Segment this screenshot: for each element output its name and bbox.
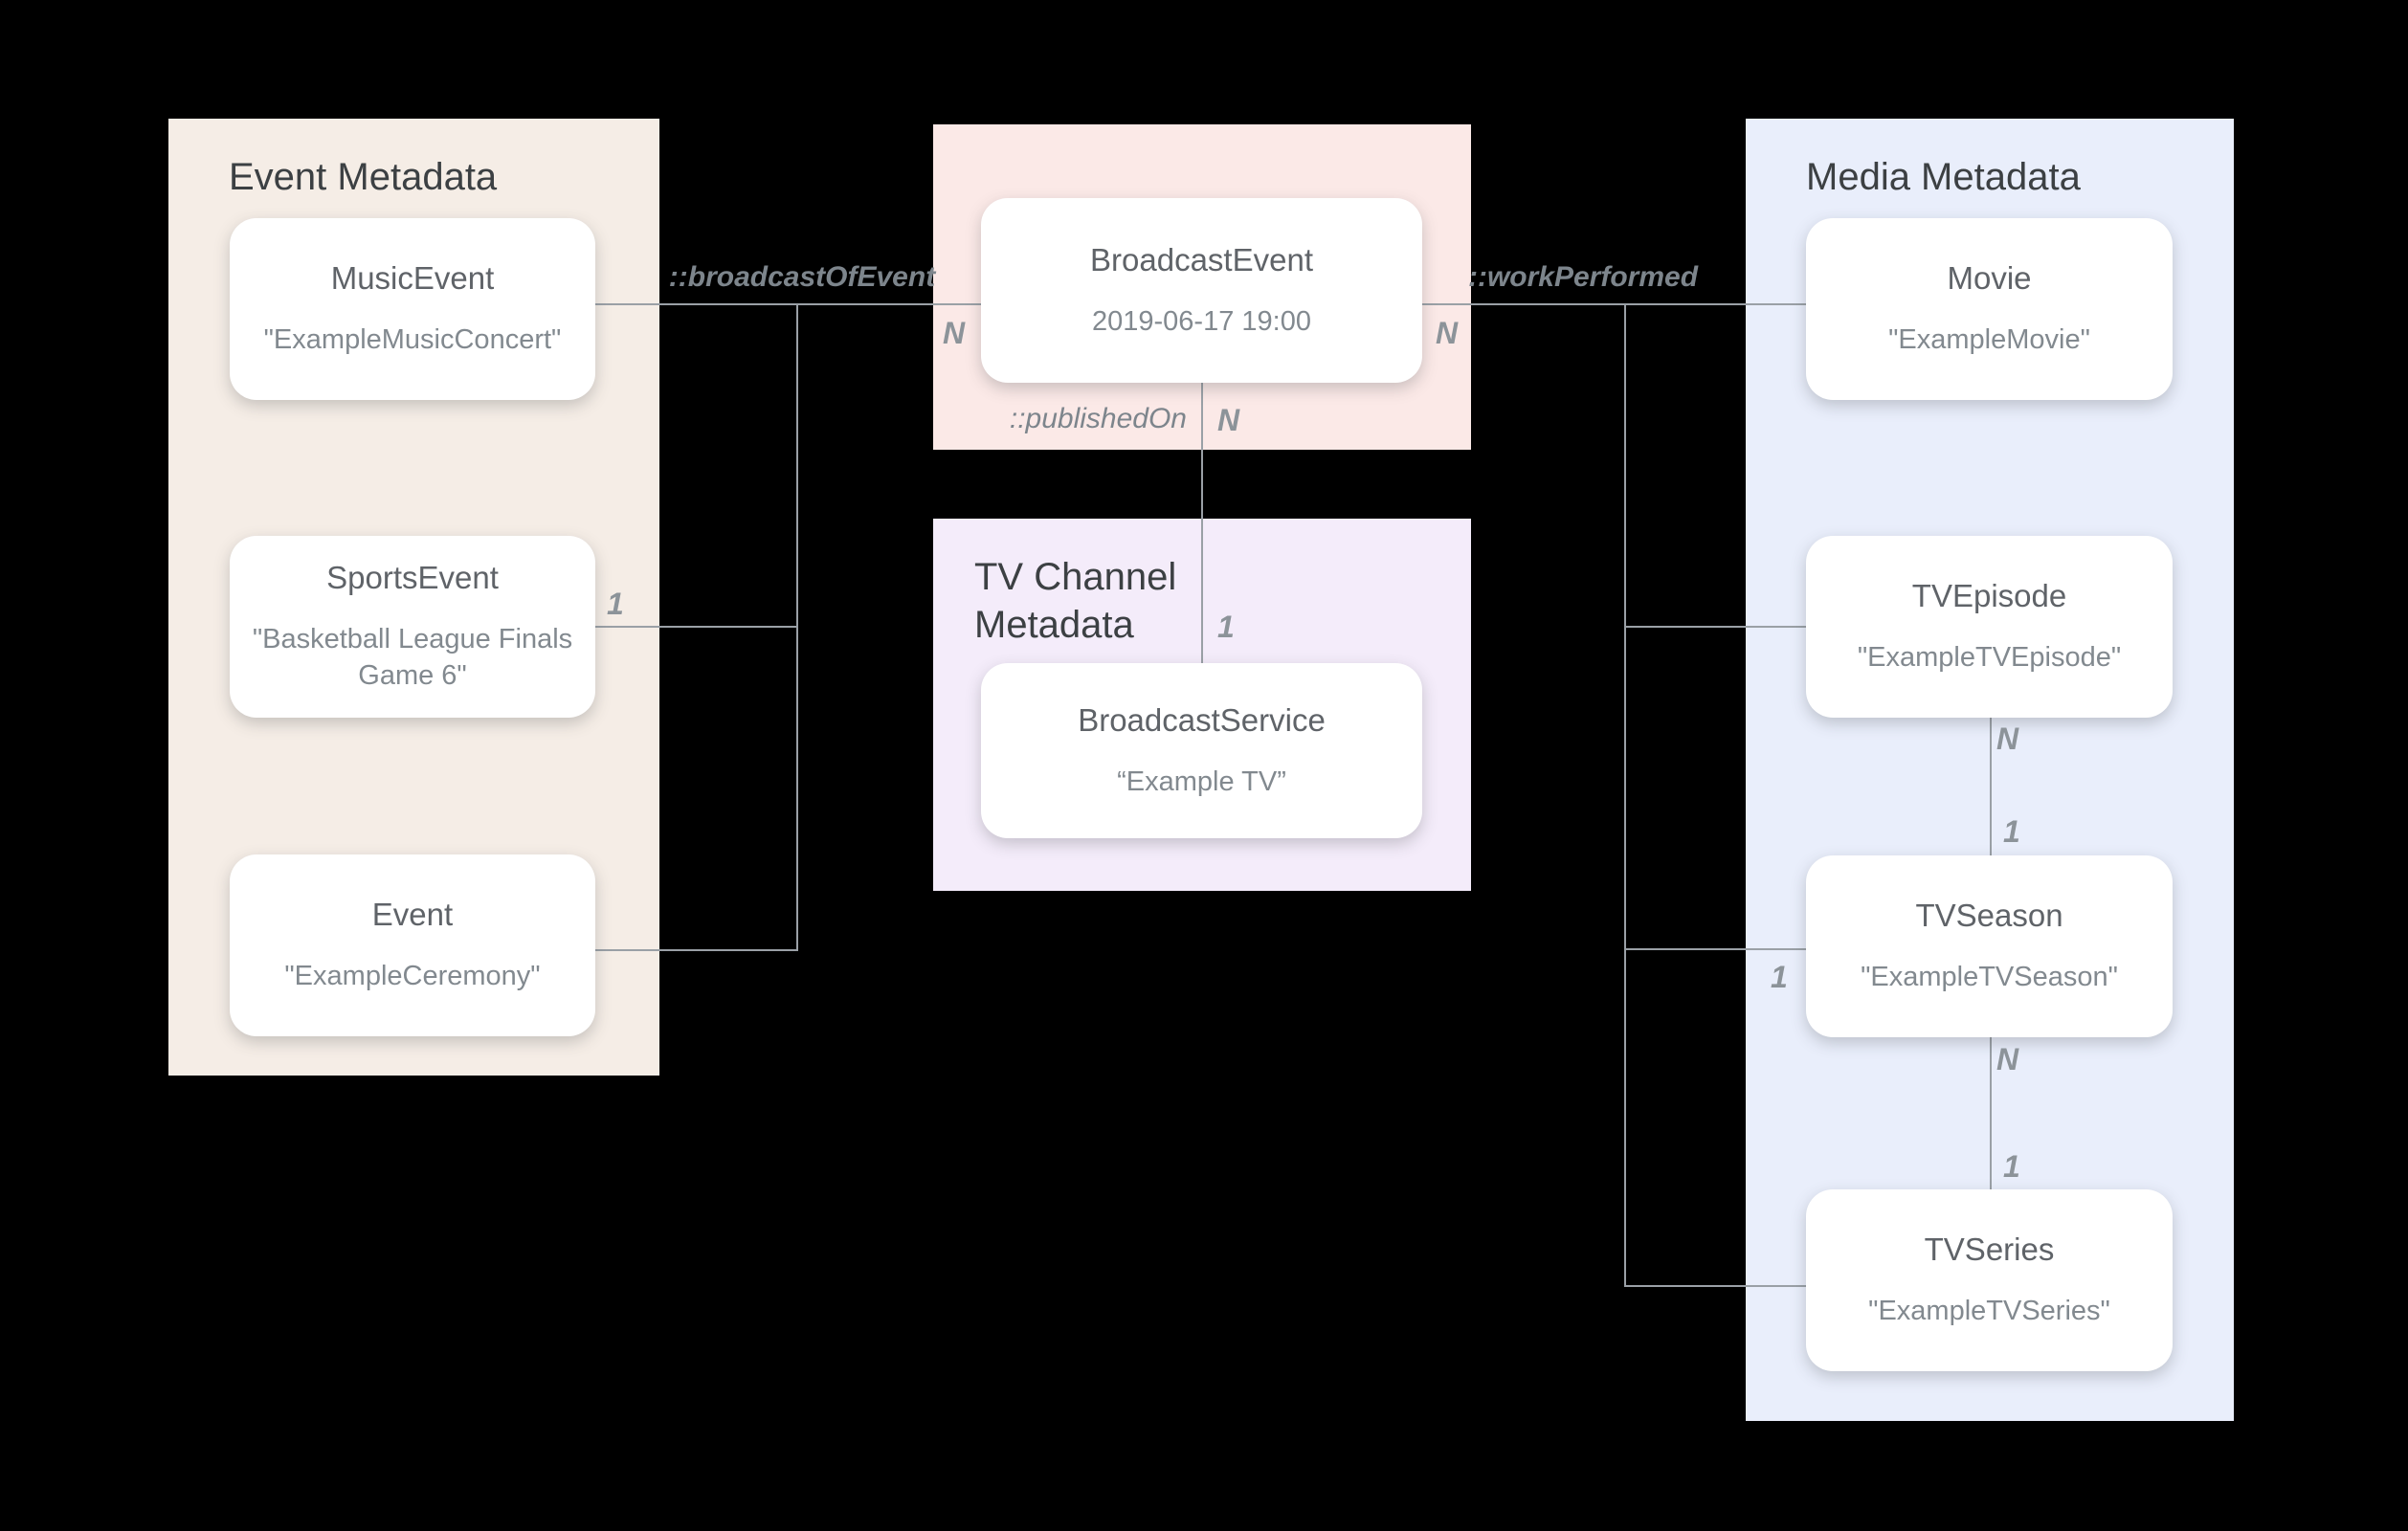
cardinality-published-on-1: 1 xyxy=(1217,610,1235,644)
card-title: MusicEvent xyxy=(330,260,495,296)
card-title: Event xyxy=(371,897,454,932)
media-metadata-title: Media Metadata xyxy=(1806,156,2081,198)
cardinality-season-series-1: 1 xyxy=(2003,1149,2020,1184)
cardinality-sports-event-1: 1 xyxy=(607,587,624,621)
card-title: TVEpisode xyxy=(1911,578,2067,613)
cardinality-published-on-n: N xyxy=(1217,403,1240,437)
card-subtitle: "ExampleTVSeries" xyxy=(1868,1296,2110,1326)
line-bus-to-tvseries xyxy=(1624,1285,1806,1287)
card-broadcast-service: BroadcastService “Example TV” xyxy=(981,663,1422,838)
card-subtitle: "ExampleTVEpisode" xyxy=(1857,642,2122,673)
cardinality-season-series-n: N xyxy=(1996,1042,2019,1076)
card-title: SportsEvent xyxy=(326,560,499,595)
cardinality-episode-season-1: 1 xyxy=(2003,814,2020,849)
cardinality-work-performed-n: N xyxy=(1436,316,1459,350)
card-subtitle: 2019-06-17 19:00 xyxy=(1092,305,1311,337)
card-title: Movie xyxy=(1947,260,2032,296)
card-tv-series: TVSeries "ExampleTVSeries" xyxy=(1806,1189,2173,1371)
card-subtitle: "ExampleCeremony" xyxy=(284,961,541,991)
card-tv-episode: TVEpisode "ExampleTVEpisode" xyxy=(1806,536,2173,718)
line-bus-to-tvepisode xyxy=(1624,626,1806,628)
line-tvseason-to-tvseries xyxy=(1990,1037,1992,1189)
line-broadcastevent-to-broadcastservice xyxy=(1201,383,1203,663)
relation-label-work-performed: ::workPerformed xyxy=(1467,261,1699,293)
card-tv-season: TVSeason "ExampleTVSeason" xyxy=(1806,855,2173,1037)
card-subtitle: "ExampleMovie" xyxy=(1888,324,2090,355)
card-title: BroadcastEvent xyxy=(1090,241,1313,277)
cardinality-episode-season-n: N xyxy=(1996,721,2019,756)
card-title: TVSeason xyxy=(1915,898,2063,933)
card-broadcast-event: BroadcastEvent 2019-06-17 19:00 xyxy=(981,198,1422,383)
card-title: TVSeries xyxy=(1924,1231,2055,1267)
tv-channel-metadata-title: TV Channel Metadata xyxy=(974,556,1177,646)
cardinality-broadcast-of-event-n: N xyxy=(943,316,966,350)
card-music-event: MusicEvent "ExampleMusicConcert" xyxy=(230,218,595,400)
card-sports-event: SportsEvent "Basketball League Finals Ga… xyxy=(230,536,595,718)
line-right-bus xyxy=(1624,303,1626,1286)
card-subtitle: "ExampleTVSeason" xyxy=(1861,962,2118,992)
line-tvepisode-to-tvseason xyxy=(1990,718,1992,855)
card-event: Event "ExampleCeremony" xyxy=(230,854,595,1036)
line-musicevent-to-broadcastevent xyxy=(595,303,981,305)
card-title: BroadcastService xyxy=(1078,701,1326,738)
line-sportsevent-to-bus xyxy=(595,626,797,628)
line-bus-to-tvseason xyxy=(1624,948,1806,950)
line-broadcastevent-to-movie xyxy=(1422,303,1806,305)
cardinality-tv-season-1: 1 xyxy=(1771,960,1788,994)
line-event-to-bus xyxy=(595,949,797,951)
card-subtitle: "Basketball League Finals Game 6" xyxy=(252,624,573,691)
event-metadata-title: Event Metadata xyxy=(229,156,498,198)
line-left-bus xyxy=(796,303,798,951)
relation-label-published-on: ::publishedOn xyxy=(1009,403,1187,434)
card-movie: Movie "ExampleMovie" xyxy=(1806,218,2173,400)
card-subtitle: "ExampleMusicConcert" xyxy=(263,324,562,355)
card-subtitle: “Example TV” xyxy=(1117,766,1286,797)
relation-label-broadcast-of-event: ::broadcastOfEvent xyxy=(668,261,936,293)
